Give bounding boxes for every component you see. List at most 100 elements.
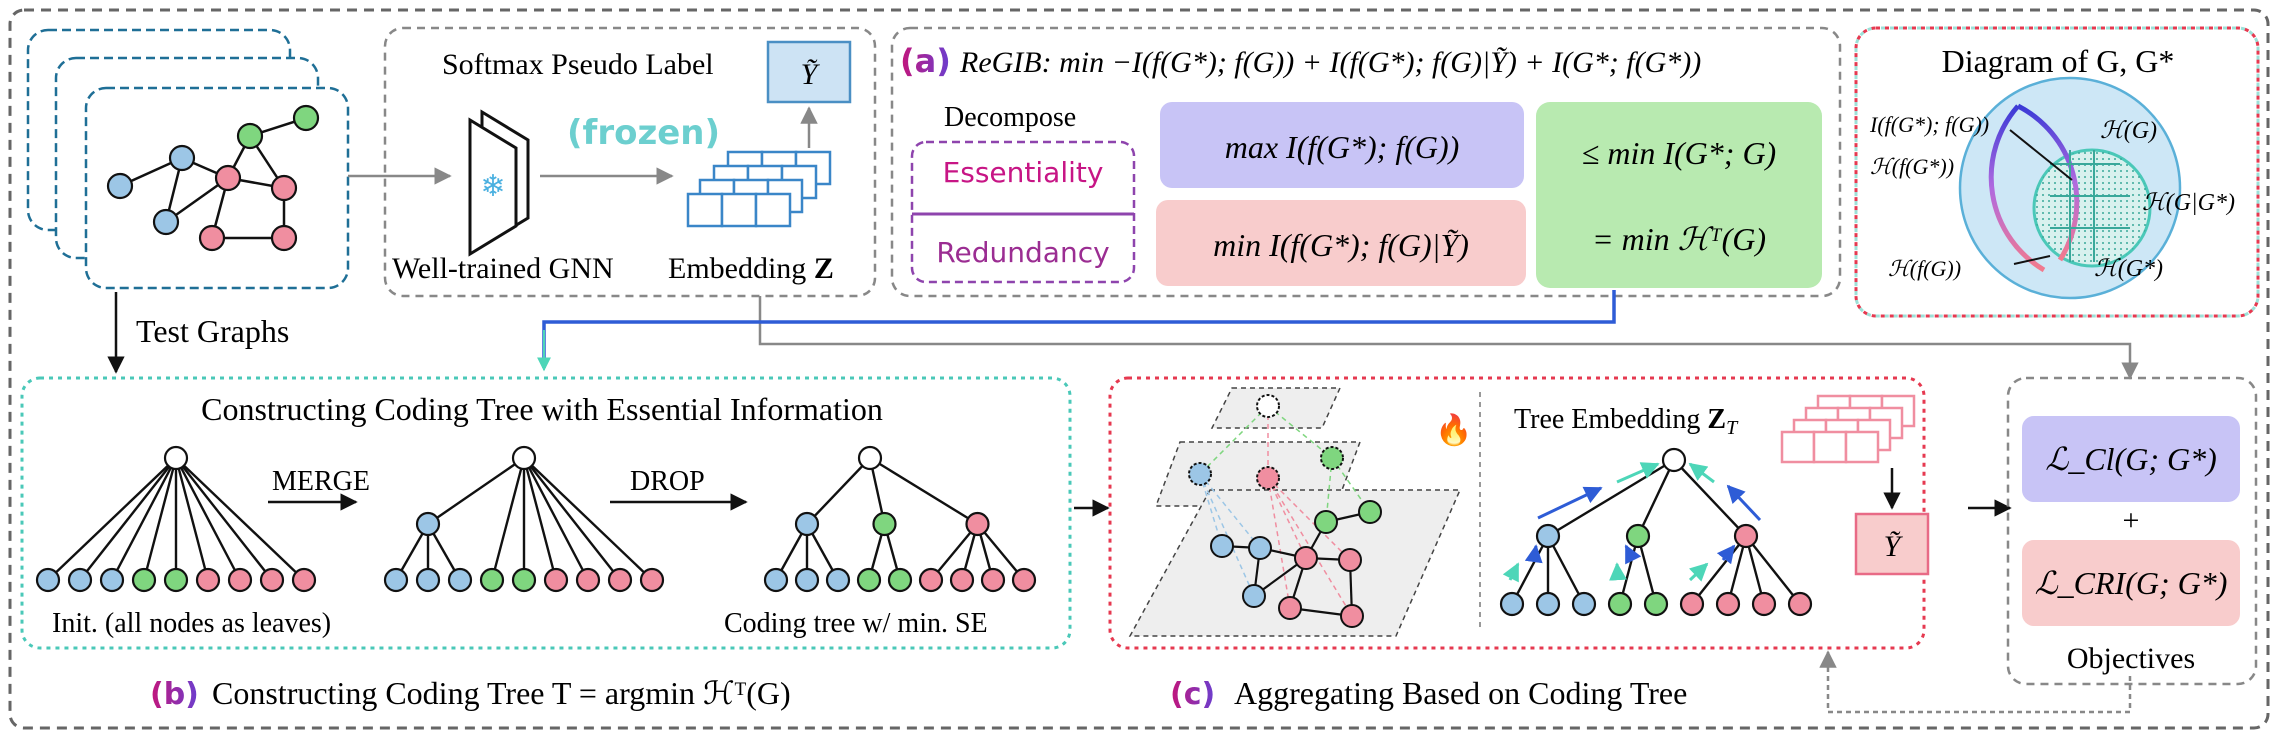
bound-box <box>1536 102 1822 288</box>
tree-leaf-node <box>794 567 820 593</box>
venn-label-hg: ℋ(G) <box>2100 118 2157 144</box>
tree-pseudo-label-box <box>1854 512 1930 576</box>
aggregation-panel <box>1108 376 1926 650</box>
embedding-z-icon <box>686 150 832 228</box>
loss-cri: ℒ_CRI(G; G*) <box>2035 565 2228 601</box>
tree-root-node <box>857 445 883 471</box>
tree-leaf-node <box>195 567 221 593</box>
gnn-label: Well-trained GNN <box>392 252 614 285</box>
tree-leaf-node <box>918 567 944 593</box>
softmax-label: Softmax Pseudo Label <box>442 48 714 81</box>
tree-leaf-node <box>227 567 253 593</box>
coding-tree-panel <box>20 376 1072 650</box>
objectives-label: Objectives <box>2067 642 2195 675</box>
tree-leaf-node <box>825 567 851 593</box>
coding-tree-final <box>763 445 1037 593</box>
venn-panel <box>1854 26 2260 318</box>
plus-sign: + <box>2123 504 2140 537</box>
embedding-symbol: Z <box>814 252 834 285</box>
tree-leaf-node <box>447 567 473 593</box>
tree-leaf-node <box>1011 567 1037 593</box>
test-graphs <box>26 28 350 290</box>
embedding-label: Embedding Z <box>668 252 834 285</box>
trainable-flame-icon: 🔥 <box>1435 412 1472 448</box>
merge-label: MERGE <box>272 466 370 497</box>
venn-label-hg-cond: ℋ(G|G*) <box>2142 190 2235 216</box>
tree-leaf-node <box>1643 591 1669 617</box>
merged-tree <box>383 445 665 593</box>
tree-leaf-node <box>291 567 317 593</box>
venn-panel-accent <box>1854 26 2260 318</box>
venn-diagram <box>1958 76 2182 300</box>
embedding-connector <box>758 296 2139 380</box>
aggregation-tree <box>1499 447 1813 617</box>
tree-leaf-node <box>575 567 601 593</box>
tree-leaf-node <box>856 567 882 593</box>
panel-b-caption: Constructing Coding Tree T = argmin ℋᵀ(G… <box>212 675 791 711</box>
decompose-box <box>910 140 1136 284</box>
venn-title: Diagram of G, G* <box>1942 43 2175 79</box>
tree-leaf-node <box>99 567 125 593</box>
loss-cri-box <box>2022 540 2240 626</box>
regib-panel <box>890 26 1842 298</box>
tree-community-node <box>965 511 990 537</box>
venn-label-hfg-star: ℋ(f(G*)) <box>1870 154 1954 179</box>
tree-leaf-node <box>67 567 93 593</box>
venn-label-i: I(f(G*); f(G)) <box>1869 112 1989 137</box>
init-label: Init. (all nodes as leaves) <box>52 608 331 639</box>
pseudo-label-y: Ỹ <box>801 58 821 91</box>
coding-tree-title: Constructing Coding Tree with Essential … <box>201 391 883 427</box>
tree-leaf-node <box>1787 591 1813 617</box>
tree-leaf-node <box>763 567 789 593</box>
tree-leaf-node <box>35 567 61 593</box>
tree-leaf-node <box>639 567 665 593</box>
tree-leaf-node <box>131 567 157 593</box>
tree-leaf-node <box>1679 591 1705 617</box>
tree-leaf-node <box>259 567 285 593</box>
tree-root-node <box>511 445 537 471</box>
tree-leaf-node <box>887 567 913 593</box>
tree-leaf-node <box>1535 591 1561 617</box>
tree-community-node <box>794 511 820 537</box>
init-tree <box>35 445 317 593</box>
venn-label-hfg: ℋ(f(G)) <box>1888 256 1961 281</box>
frozen-gnn-panel <box>383 26 877 298</box>
decompose-label: Decompose <box>944 102 1076 133</box>
gnn-encoder-icon: ❄ <box>468 109 530 257</box>
tree-leaf-node <box>383 567 409 593</box>
redundancy-label: Redundancy <box>936 236 1109 269</box>
tree-leaf-node <box>949 567 975 593</box>
tree-community-node <box>1535 523 1561 549</box>
pseudo-label-box: Ỹ <box>766 40 852 104</box>
feedback-connector <box>1819 650 2132 714</box>
loss-cl-box <box>2022 416 2240 502</box>
panel-a-tag: (a) <box>900 42 951 80</box>
objectives-panel <box>2006 376 2258 686</box>
eq-term: = min ℋᵀ(G) <box>1592 221 1766 257</box>
tree-leaf-node <box>607 567 633 593</box>
venn-label-hg-star: ℋ(G*) <box>2094 256 2163 282</box>
tree-embedding-icon <box>1780 394 1916 464</box>
regib-objective: ReGIB: min −I(f(G*); f(G)) + I(f(G*); f(… <box>959 46 1701 79</box>
tree-leaf-node <box>511 567 537 593</box>
loss-cl: ℒ_Cl(G; G*) <box>2045 441 2216 477</box>
essentiality-label: Essentiality <box>943 156 1104 189</box>
min-term: min I(f(G*); f(G)|Ỹ) <box>1213 227 1469 263</box>
panel-b-tag: (b) <box>150 677 199 712</box>
tree-leaf-node <box>1607 591 1633 617</box>
tree-community-node <box>1625 523 1651 549</box>
hierarchical-graph <box>1128 387 1462 637</box>
tree-community-node <box>1733 523 1759 549</box>
tree-community-node <box>872 511 897 537</box>
drop-label: DROP <box>630 466 705 497</box>
essential-connector <box>542 290 1616 368</box>
test-graphs-label: Test Graphs <box>136 313 289 349</box>
tree-leaf-node <box>1499 591 1525 617</box>
final-tree-label: Coding tree w/ min. SE <box>724 608 988 639</box>
min-term-box <box>1156 200 1526 286</box>
max-term-box <box>1160 102 1524 188</box>
frozen-label: (frozen) <box>567 113 720 153</box>
tree-leaf-node <box>1571 591 1597 617</box>
tree-leaf-node <box>980 567 1006 593</box>
